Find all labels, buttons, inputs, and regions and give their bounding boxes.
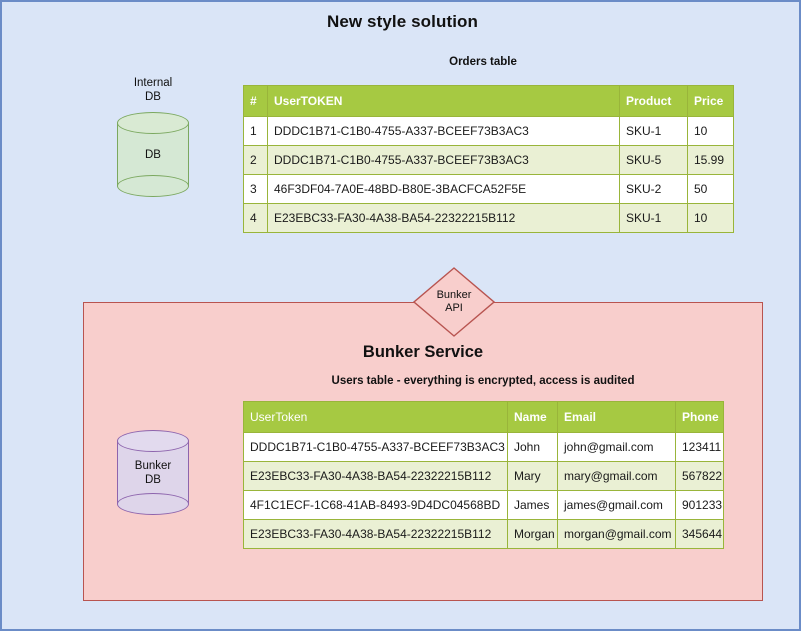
users-table: UserToken Name Email Phone DDDC1B71-C1B0… — [243, 401, 724, 549]
cylinder-bottom — [117, 493, 189, 515]
orders-table-header-row: # UserTOKEN Product Price — [243, 85, 734, 117]
cylinder-top — [117, 430, 189, 452]
cell-usertoken: E23EBC33-FA30-4A38-BA54-22322215B112 — [243, 461, 508, 491]
orders-table: # UserTOKEN Product Price 1 DDDC1B71-C1B… — [243, 85, 734, 233]
cell-usertoken: 4F1C1ECF-1C68-41AB-8493-9D4DC04568BD — [243, 490, 508, 520]
cell-price: 15.99 — [687, 145, 734, 175]
cell-index: 2 — [243, 145, 268, 175]
cell-email: john@gmail.com — [557, 432, 676, 462]
table-row: DDDC1B71-C1B0-4755-A337-BCEEF73B3AC3 Joh… — [243, 432, 724, 462]
cell-usertoken: DDDC1B71-C1B0-4755-A337-BCEEF73B3AC3 — [267, 116, 620, 146]
cell-usertoken: 46F3DF04-7A0E-48BD-B80E-3BACFCA52F5E — [267, 174, 620, 204]
table-row: 4 E23EBC33-FA30-4A38-BA54-22322215B112 S… — [243, 203, 734, 233]
cell-product: SKU-1 — [619, 203, 688, 233]
internal-db-caption: Internal DB — [133, 77, 173, 103]
orders-header-product: Product — [619, 85, 688, 117]
cell-name: James — [507, 490, 558, 520]
cell-index: 3 — [243, 174, 268, 204]
users-header-name: Name — [507, 401, 558, 433]
cell-index: 4 — [243, 203, 268, 233]
users-table-header-row: UserToken Name Email Phone — [243, 401, 724, 433]
orders-header-usertoken: UserTOKEN — [267, 85, 620, 117]
table-row: E23EBC33-FA30-4A38-BA54-22322215B112 Mor… — [243, 519, 724, 549]
users-table-caption: Users table - everything is encrypted, a… — [331, 375, 635, 387]
cell-email: mary@gmail.com — [557, 461, 676, 491]
cell-price: 50 — [687, 174, 734, 204]
cell-usertoken: E23EBC33-FA30-4A38-BA54-22322215B112 — [267, 203, 620, 233]
bunker-api-label: Bunker API — [436, 288, 472, 315]
table-row: 1 DDDC1B71-C1B0-4755-A337-BCEEF73B3AC3 S… — [243, 116, 734, 146]
users-header-usertoken: UserToken — [243, 401, 508, 433]
cell-product: SKU-1 — [619, 116, 688, 146]
bunker-api-diamond: Bunker API — [413, 267, 495, 337]
table-row: 4F1C1ECF-1C68-41AB-8493-9D4DC04568BD Jam… — [243, 490, 724, 520]
cell-email: morgan@gmail.com — [557, 519, 676, 549]
diagram-title: New style solution — [326, 12, 479, 31]
cell-product: SKU-2 — [619, 174, 688, 204]
cell-phone: 901233 — [675, 490, 724, 520]
cell-price: 10 — [687, 116, 734, 146]
orders-header-price: Price — [687, 85, 734, 117]
internal-db-label: DB — [145, 148, 161, 161]
cylinder-top — [117, 112, 189, 134]
cell-usertoken: E23EBC33-FA30-4A38-BA54-22322215B112 — [243, 519, 508, 549]
cell-phone: 123411 — [675, 432, 724, 462]
table-row: 3 46F3DF04-7A0E-48BD-B80E-3BACFCA52F5E S… — [243, 174, 734, 204]
cell-name: Morgan — [507, 519, 558, 549]
cell-phone: 345644 — [675, 519, 724, 549]
cell-name: Mary — [507, 461, 558, 491]
cell-name: John — [507, 432, 558, 462]
internal-db-cylinder: DB — [117, 112, 189, 197]
orders-table-caption: Orders table — [449, 56, 517, 68]
bunker-db-label: Bunker DB — [134, 459, 172, 486]
table-row: E23EBC33-FA30-4A38-BA54-22322215B112 Mar… — [243, 461, 724, 491]
cell-usertoken: DDDC1B71-C1B0-4755-A337-BCEEF73B3AC3 — [267, 145, 620, 175]
users-header-phone: Phone — [675, 401, 724, 433]
bunker-db-cylinder: Bunker DB — [117, 430, 189, 515]
diamond-shape — [413, 267, 495, 337]
cell-price: 10 — [687, 203, 734, 233]
cell-email: james@gmail.com — [557, 490, 676, 520]
bunker-service-title: Bunker Service — [362, 343, 484, 361]
cell-product: SKU-5 — [619, 145, 688, 175]
users-header-email: Email — [557, 401, 676, 433]
table-row: 2 DDDC1B71-C1B0-4755-A337-BCEEF73B3AC3 S… — [243, 145, 734, 175]
cell-index: 1 — [243, 116, 268, 146]
cell-usertoken: DDDC1B71-C1B0-4755-A337-BCEEF73B3AC3 — [243, 432, 508, 462]
cell-phone: 567822 — [675, 461, 724, 491]
cylinder-bottom — [117, 175, 189, 197]
orders-header-index: # — [243, 85, 268, 117]
